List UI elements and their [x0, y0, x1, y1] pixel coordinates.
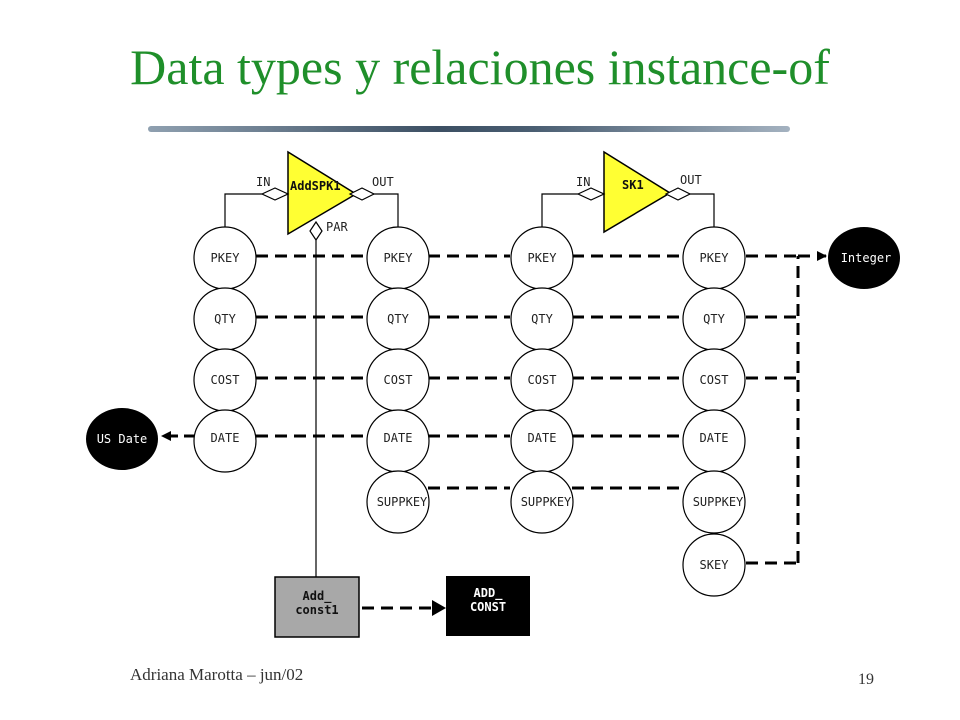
col1-date: DATE — [211, 431, 240, 445]
col1-pkey: PKEY — [211, 251, 241, 265]
box-add-const: ADD_ CONST — [446, 576, 530, 636]
title-rule — [148, 126, 790, 132]
col3-suppkey: SUPPKEY — [521, 495, 572, 509]
type-integer: Integer — [828, 227, 900, 289]
col1-cost: COST — [211, 373, 240, 387]
page-number: 19 — [858, 671, 874, 688]
attribute-column-4: PKEY QTY COST DATE SUPPKEY SKEY — [682, 226, 746, 597]
col3-cost: COST — [528, 373, 557, 387]
add-const1-line1: Add_ — [303, 589, 333, 604]
col2-pkey: PKEY — [384, 251, 414, 265]
sk1-out-label: OUT — [680, 173, 702, 187]
add-const-line2: CONST — [470, 600, 506, 614]
type-us-date: US Date — [86, 408, 158, 470]
type-integer-label: Integer — [841, 251, 892, 265]
addspk1-label: AddSPK1 — [290, 179, 341, 193]
activity-addspk1: AddSPK1 IN OUT PAR — [256, 150, 394, 242]
sk1-in-label: IN — [576, 175, 590, 189]
type-us-date-label: US Date — [97, 432, 148, 446]
col2-suppkey: SUPPKEY — [377, 495, 428, 509]
col4-pkey: PKEY — [700, 251, 730, 265]
sk1-out-port — [664, 187, 692, 201]
sk1-in-port — [576, 187, 606, 201]
col4-qty: QTY — [703, 312, 725, 326]
footer-author: Adriana Marotta – jun/02 — [130, 665, 304, 684]
addspk1-out-label: OUT — [372, 175, 394, 189]
attribute-column-1: PKEY QTY COST DATE — [193, 226, 257, 473]
col3-pkey: PKEY — [528, 251, 558, 265]
sk1-label: SK1 — [622, 178, 644, 192]
activity-sk1: SK1 IN OUT — [576, 150, 702, 234]
addspk1-in-port — [260, 187, 290, 201]
col4-date: DATE — [700, 431, 729, 445]
col1-qty: QTY — [214, 312, 236, 326]
col3-qty: QTY — [531, 312, 553, 326]
attribute-column-3: PKEY QTY COST DATE SUPPKEY — [510, 226, 574, 534]
col4-cost: COST — [700, 373, 729, 387]
box-add-const1: Add_ const1 — [274, 576, 360, 638]
col4-skey: SKEY — [700, 558, 730, 572]
add-const1-line2: const1 — [295, 603, 338, 617]
slide-title: Data types y relaciones instance-of — [130, 39, 830, 95]
arrow-to-add-const — [432, 600, 446, 616]
attribute-column-2: PKEY QTY COST DATE SUPPKEY — [366, 226, 430, 534]
addspk1-par-label: PAR — [326, 220, 348, 234]
add-const-line1: ADD_ — [474, 586, 504, 601]
col4-suppkey: SUPPKEY — [693, 495, 744, 509]
activity-wiring — [224, 193, 715, 577]
addspk1-triangle — [287, 150, 358, 236]
sk1-triangle — [603, 150, 672, 234]
col2-date: DATE — [384, 431, 413, 445]
addspk1-par-port — [309, 220, 323, 242]
col2-qty: QTY — [387, 312, 409, 326]
instance-of-links — [256, 254, 800, 610]
addspk1-in-label: IN — [256, 175, 270, 189]
col2-cost: COST — [384, 373, 413, 387]
col3-date: DATE — [528, 431, 557, 445]
addspk1-out-port — [348, 187, 376, 201]
